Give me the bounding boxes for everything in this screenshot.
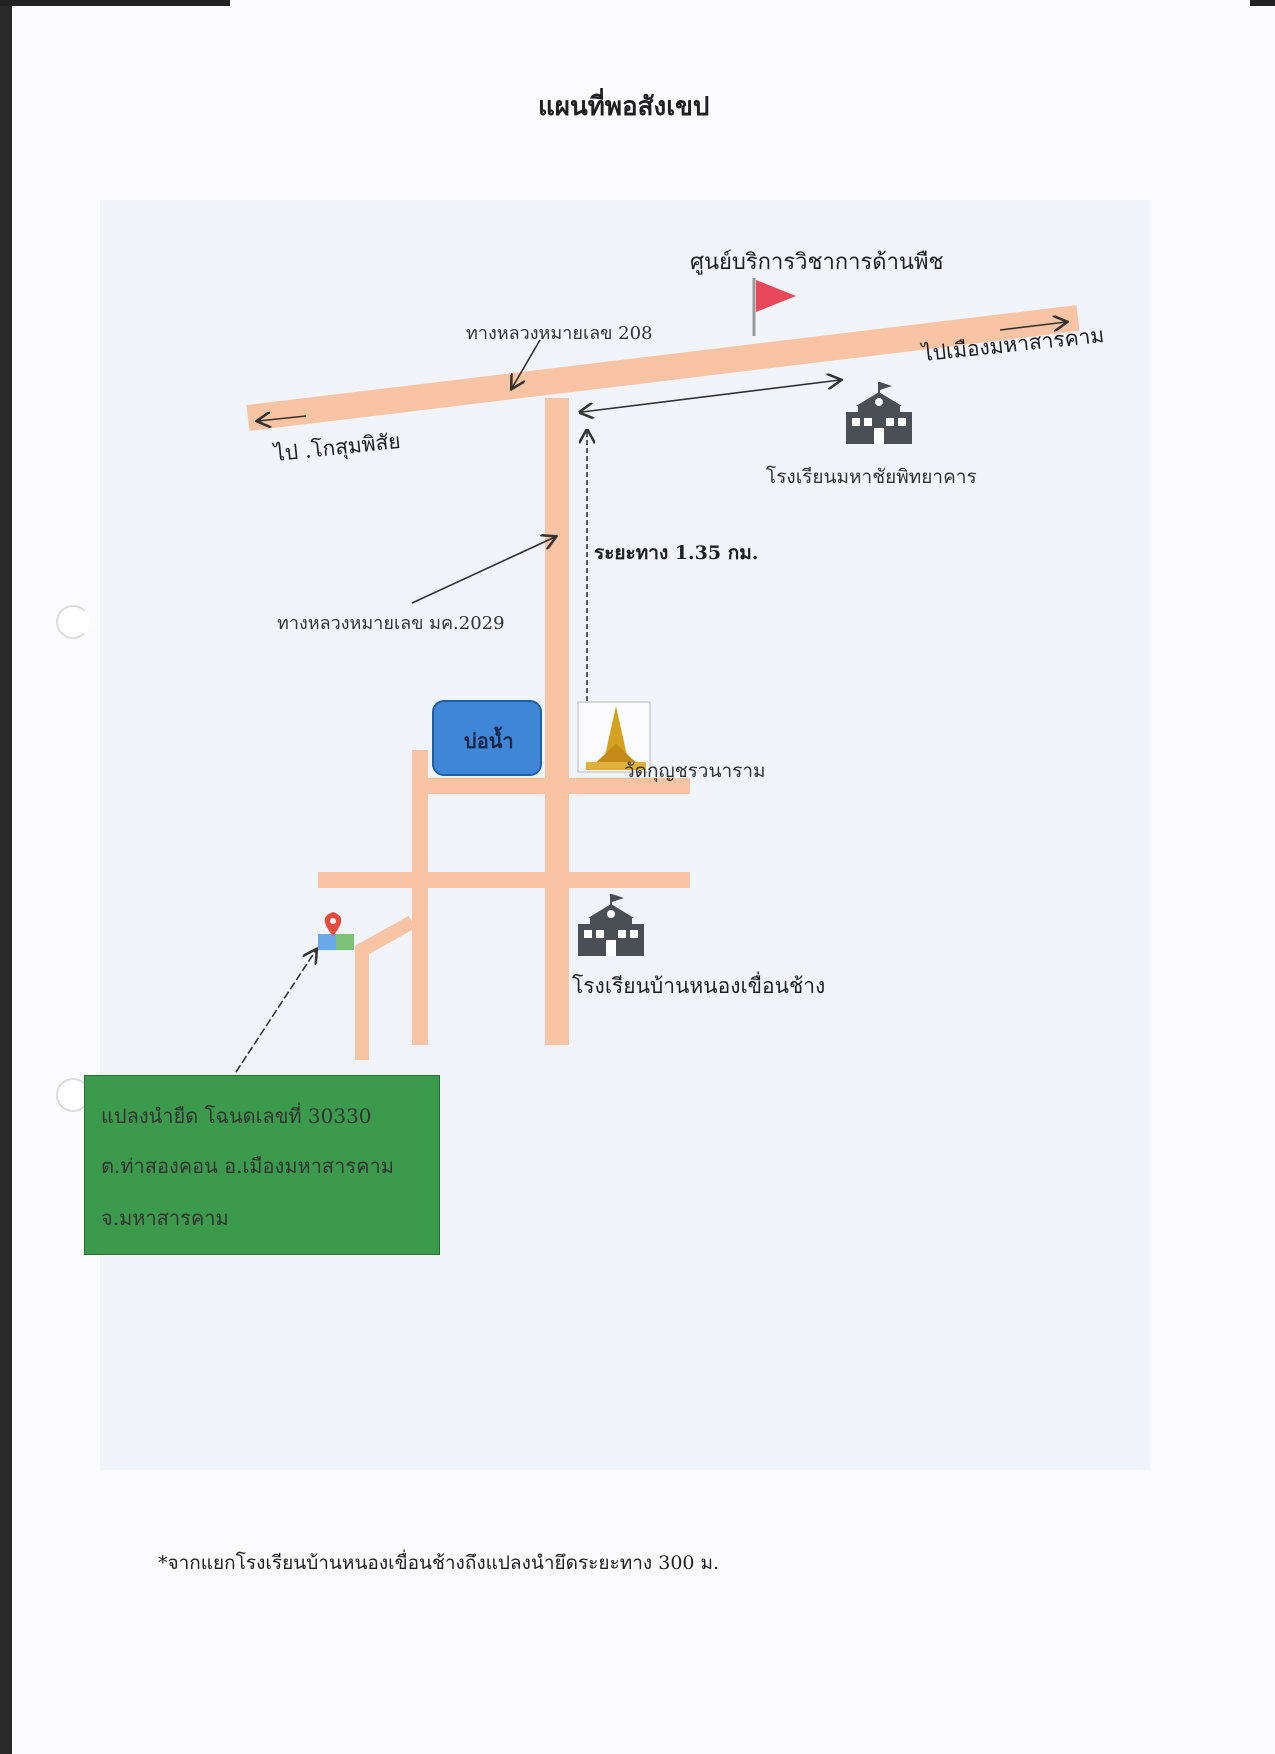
punch-hole [56,605,90,639]
flag-icon [752,278,796,336]
arrows [235,322,1066,1073]
pond-label: บ่อน้ำ [464,729,514,753]
plot-line-1: แปลงนำยืด โฉนดเลขที่ 30330 [101,1104,372,1128]
arrow-to-kosumphisai [258,416,307,421]
road-plot-lane [355,915,416,1060]
school-icon [846,382,912,444]
label-distance: ระยะทาง 1.35 กม. [594,542,759,564]
plot-info-box: แปลงนำยืด โฉนดเลขที่ 30330 ต.ท่าสองคอน อ… [84,1075,440,1255]
plot-line-2: ต.ท่าสองคอน อ.เมืองมหาสารคาม [101,1154,394,1178]
leader-plot [235,950,316,1073]
paper-top-fill [230,0,1250,6]
road-highway-208 [246,305,1080,431]
label-highway-2029: ทางหลวงหมายเลข มค.2029 [277,613,505,634]
plot-line-3: จ.มหาสารคาม [101,1206,229,1230]
label-school-2: โรงเรียนบ้านหนองเขื่อนช้าง [572,974,826,998]
label-plant-center: ศูนย์บริการวิชาการด้านพืช [690,250,944,275]
school-icon [578,894,644,956]
arrow-school-distance [582,380,840,412]
leader-highway-208 [512,339,541,388]
label-temple: วัดกุญชรวนาราม [624,760,766,782]
footnote: *จากแยกโรงเรียนบ้านหนองเขื่อนช้างถึงแปลง… [158,1552,720,1574]
temple-icon [577,701,651,773]
pond: บ่อน้ำ [432,700,542,776]
paper-edge [0,0,12,1754]
roads [246,305,1080,1060]
page-title: แผนที่พอสังเขป [538,92,710,122]
arrow-to-mahasarakham [999,322,1066,330]
location-pin-icon [318,912,354,950]
label-highway-208: ทางหลวงหมายเลข 208 [466,323,653,344]
leader-highway-2029 [411,537,555,604]
label-school-1: โรงเรียนมหาชัยพิทยาคาร [766,466,977,488]
